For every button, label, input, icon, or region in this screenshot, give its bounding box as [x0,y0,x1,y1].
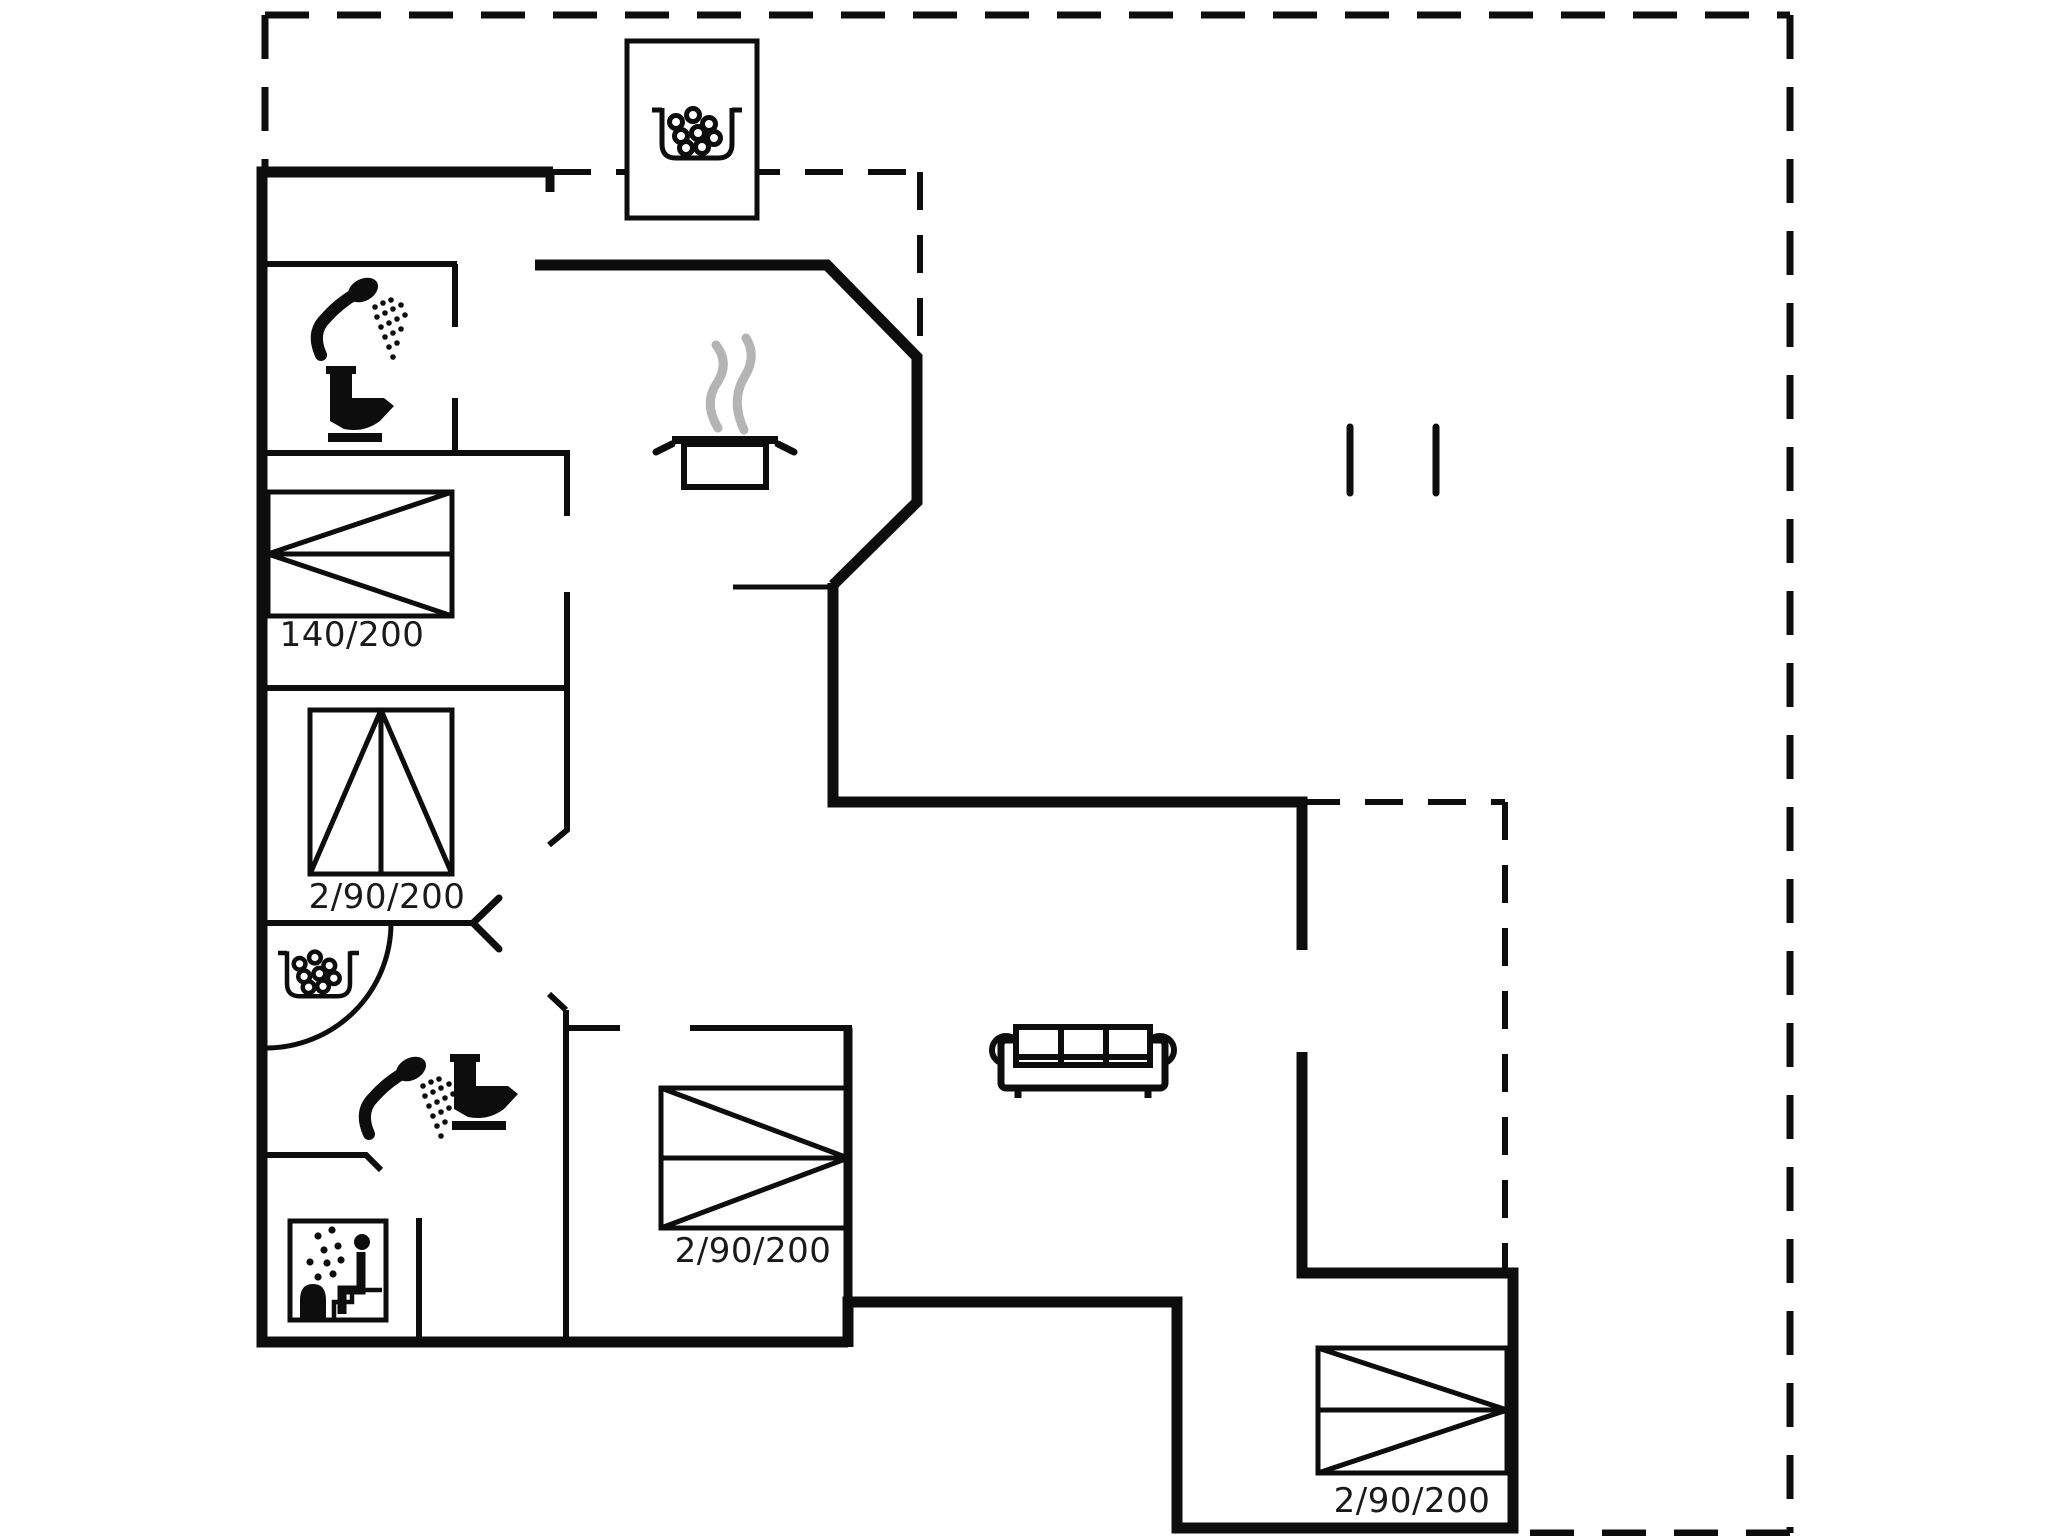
bath1-bottom-wall [262,450,570,516]
bed-label: 2/90/200 [309,877,466,917]
steam-wisp [732,333,756,435]
wall-living-top [827,583,1308,950]
bed-pattern [660,1085,849,1231]
sauna-top-wall [262,1152,384,1173]
interior-walls [262,261,853,1342]
bed-twin-middle: 2/90/200 [658,1085,851,1271]
door-swing-arc [265,922,394,1051]
steam-wisp [705,340,728,433]
sauna-heater [300,1284,326,1318]
sauna-steam-dots [306,1226,345,1295]
whirlpool-icon [278,949,360,999]
cooking-pot-icon [652,333,798,490]
sauna-bench [331,1287,382,1318]
wall-kitchen-angled [535,259,923,589]
toilet-icon [450,1054,518,1130]
door-symbols [265,894,503,1051]
terrace-marks [1346,423,1440,497]
wall-bottom-right [842,1052,1519,1534]
bed-label: 2/90/200 [1334,1481,1491,1521]
toilet-icon [326,366,394,442]
bed-double-140: 140/200 [265,489,455,655]
hot-tub-icon [652,106,742,161]
bed-twin-bottom-right: 2/90/200 [1315,1345,1510,1521]
door-opening-chevron [468,894,503,953]
sauna-person-head [354,1234,370,1250]
exterior-walls [256,166,1519,1534]
hot-tub-box [624,38,760,221]
bed-twin-vertical: 2/90/200 [307,707,466,917]
bed-pattern [1317,1345,1508,1476]
bed-pattern [267,489,453,619]
shower-icon [358,1056,456,1140]
bath2-right-wall [546,991,569,1342]
shower-icon [310,277,408,361]
sauna-icon [287,1218,389,1323]
bed-label: 2/90/200 [675,1231,832,1271]
bed-pattern [307,709,455,875]
wall-left-outer [256,166,848,1348]
hall-left-wall [547,592,570,848]
sofa-symbol [989,1024,1177,1098]
bed-label: 140/200 [280,615,425,655]
terrace-boundary-dashed [261,11,1794,1536]
